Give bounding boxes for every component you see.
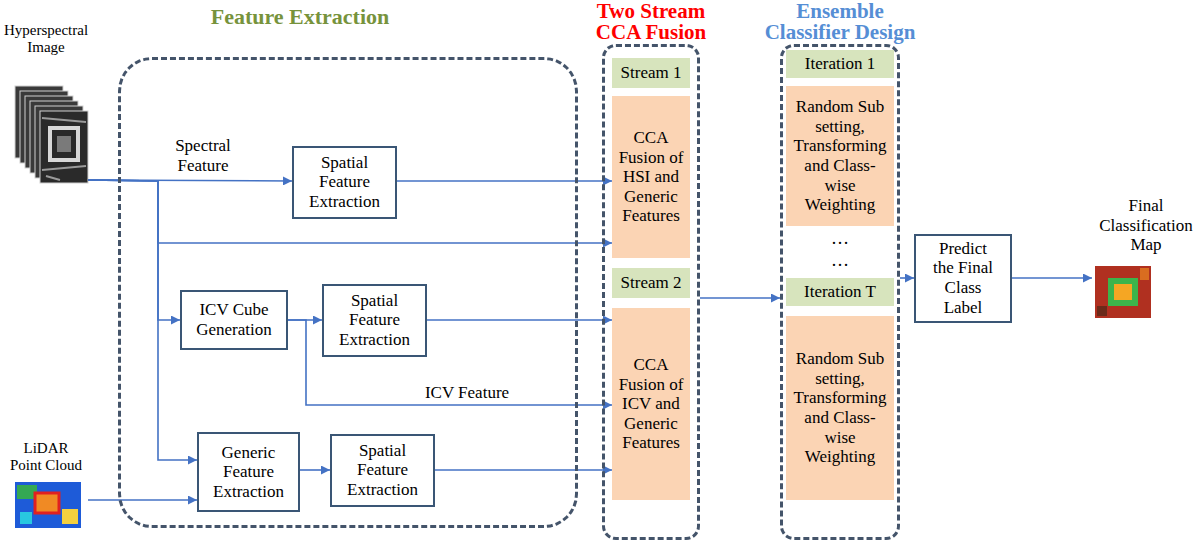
connector-arrow (88, 499, 197, 501)
label-holder: Spectral Feature (163, 136, 243, 175)
building-shape (50, 128, 78, 160)
process-box: Predict the Final Class Label (914, 234, 1012, 323)
map-region (1108, 278, 1138, 306)
map-region (1097, 306, 1107, 316)
connector-arrow (300, 469, 330, 471)
fusion-box: CCA Fusion of ICV and Generic Features (612, 308, 690, 500)
edge-label: ICV Feature (422, 383, 512, 403)
stage-region: Ensemble Classifier DesignIteration 1Ran… (780, 44, 900, 540)
box-label: Iteration 1 (789, 54, 891, 74)
image-source: Hyperspectral Image (4, 22, 88, 184)
image-caption: Hyperspectral Image (2, 22, 90, 57)
map-region (1140, 268, 1149, 280)
box-label: CCA Fusion of HSI and Generic Features (615, 128, 687, 226)
classification-map (1095, 266, 1151, 318)
continuation-dots: … (786, 229, 894, 247)
connector-arrow (900, 277, 914, 279)
label-holder: … (786, 251, 894, 269)
box-label: Spatial Feature Extraction (300, 153, 389, 212)
connector-arrow (427, 319, 612, 321)
box-label: Iteration T (789, 282, 891, 302)
process-box: Generic Feature Extraction (197, 432, 300, 512)
process-box: Spatial Feature Extraction (330, 434, 435, 507)
label-holder: ICV Feature (422, 383, 512, 403)
stream-header: Stream 1 (612, 58, 690, 88)
lidar-patch (20, 512, 32, 524)
edge-label: Spectral Feature (163, 136, 243, 175)
map-ground (1095, 266, 1151, 318)
process-box: ICV Cube Generation (180, 290, 288, 350)
hyperspectral-cube (15, 86, 88, 183)
iteration-box: Random Sub setting, Transforming and Cla… (786, 316, 894, 500)
iteration-header: Iteration T (786, 278, 894, 306)
connector-arrow (435, 469, 612, 471)
image-caption: LiDAR Point Cloud (8, 440, 84, 475)
connector-arrow (397, 180, 612, 182)
connector-arrow (1012, 277, 1092, 279)
box-label: CCA Fusion of ICV and Generic Features (615, 355, 687, 453)
continuation-dots: … (786, 251, 894, 269)
stage-region: Two Stream CCA FusionStream 1CCA Fusion … (602, 44, 700, 540)
fusion-box: CCA Fusion of HSI and Generic Features (612, 96, 690, 258)
box-label: Spatial Feature Extraction (338, 441, 427, 500)
section-title: Two Stream CCA Fusion (581, 1, 721, 43)
box-label: Random Sub setting, Transforming and Cla… (790, 349, 890, 466)
lidar-ground (15, 482, 81, 528)
lidar-patch (62, 509, 78, 524)
building-shape (57, 136, 71, 152)
box-label: Stream 2 (615, 273, 687, 293)
output-map: Final Classification Map (1092, 196, 1200, 320)
process-box: Spatial Feature Extraction (292, 146, 397, 219)
section-title: Ensemble Classifier Design (755, 1, 925, 43)
box-label: ICV Cube Generation (188, 300, 280, 339)
iteration-box: Random Sub setting, Transforming and Cla… (786, 86, 894, 226)
map-region (1114, 284, 1132, 300)
lidar-image (15, 482, 81, 528)
section-title: Feature Extraction (200, 6, 400, 28)
image-caption: Final Classification Map (1092, 196, 1200, 255)
box-label: Random Sub setting, Transforming and Cla… (790, 97, 890, 214)
image-source: LiDAR Point Cloud (4, 440, 88, 530)
box-label: Spatial Feature Extraction (330, 291, 419, 350)
process-box: Spatial Feature Extraction (322, 284, 427, 357)
connector-arrow (700, 297, 780, 299)
box-label: Stream 1 (615, 63, 687, 83)
label-holder: … (786, 229, 894, 247)
iteration-header: Iteration 1 (786, 50, 894, 78)
texture (42, 118, 86, 180)
stream-header: Stream 2 (612, 268, 690, 298)
connector-arrow (88, 180, 180, 320)
box-label: Predict the Final Class Label (929, 239, 997, 317)
lidar-building (35, 493, 59, 513)
band-frame (40, 111, 88, 183)
stage-region: Feature ExtractionSpatial Feature Extrac… (118, 57, 578, 528)
box-label: Generic Feature Extraction (205, 443, 292, 502)
